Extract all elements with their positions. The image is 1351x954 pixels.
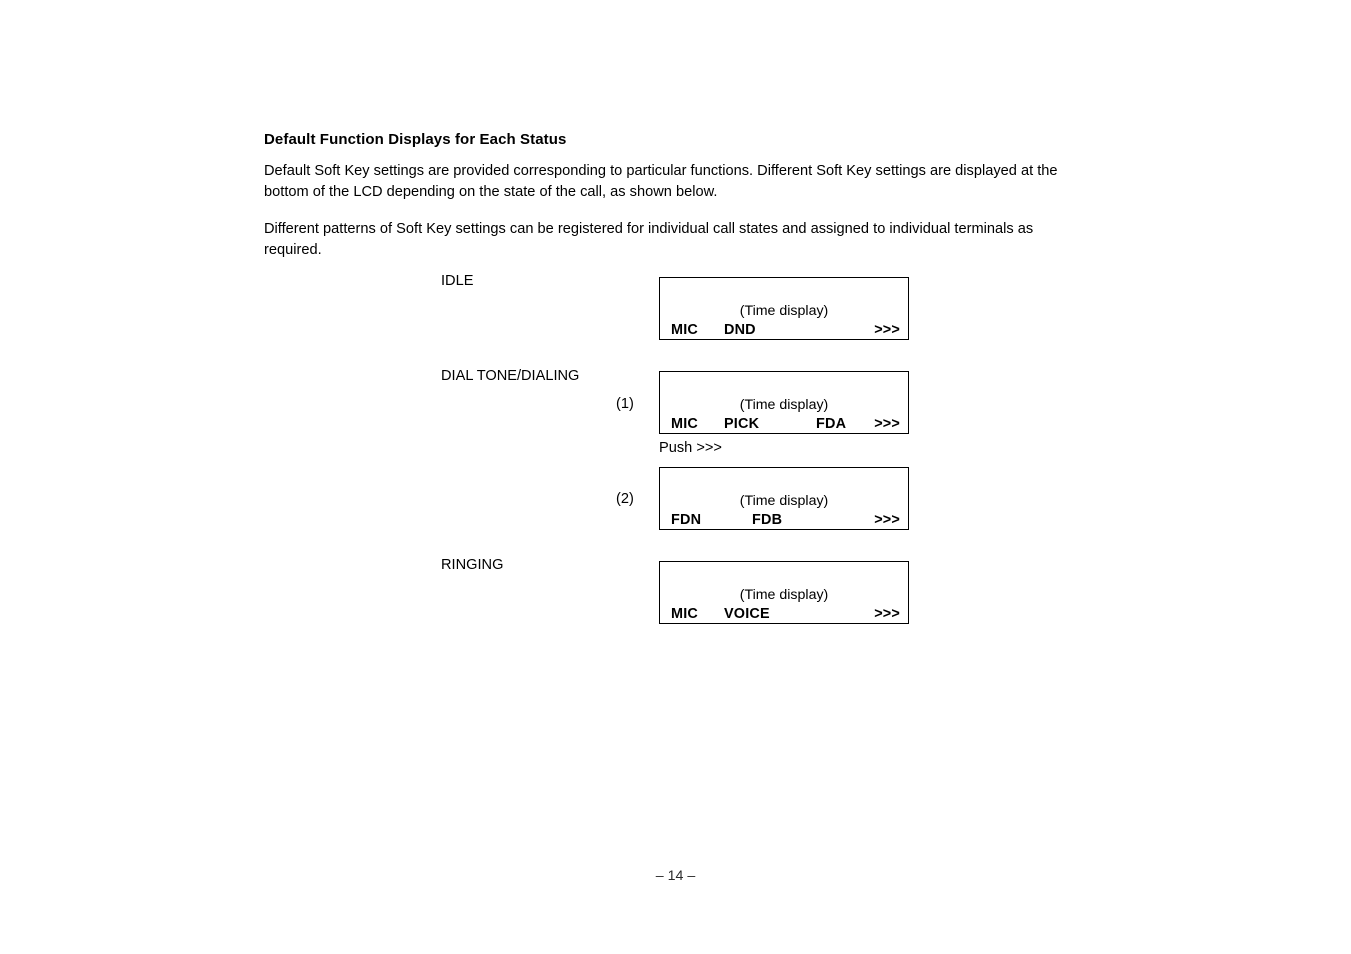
lcd-display-idle: (Time display) MIC DND >>> — [659, 277, 909, 340]
lcd-display-dial-tone-1: (Time display) MIC PICK FDA >>> — [659, 371, 909, 434]
softkey-idle-1[interactable]: MIC — [671, 322, 698, 338]
lcd-time-display-dial-tone-1: (Time display) — [739, 397, 829, 413]
softkey-ringing-2[interactable]: VOICE — [724, 606, 770, 622]
status-label-idle: IDLE — [441, 273, 474, 289]
softkey-dial-tone-1-2[interactable]: PICK — [724, 416, 760, 432]
status-label-ringing: RINGING — [441, 557, 504, 573]
push-instruction-note: Push >>> — [659, 440, 722, 456]
lcd-time-display-idle: (Time display) — [739, 303, 829, 319]
softkey-dial-tone-1-1[interactable]: MIC — [671, 416, 698, 432]
intro-paragraph-2: Different patterns of Soft Key settings … — [264, 221, 1034, 258]
softkey-row-idle: MIC DND >>> — [660, 322, 908, 341]
lcd-time-display-dial-tone-2: (Time display) — [739, 493, 829, 509]
intro-paragraph-1: Default Soft Key settings are provided c… — [264, 163, 1058, 200]
softkey-ringing-3[interactable]: >>> — [874, 606, 900, 622]
softkey-idle-2[interactable]: DND — [724, 322, 756, 338]
softkey-dial-tone-1-4[interactable]: >>> — [874, 416, 900, 432]
softkey-dial-tone-2-2[interactable]: FDB — [752, 512, 783, 528]
variant-index-1: (1) — [616, 396, 634, 412]
lcd-display-ringing: (Time display) MIC VOICE >>> — [659, 561, 909, 624]
lcd-time-display-ringing: (Time display) — [739, 587, 829, 603]
softkey-row-dial-tone-1: MIC PICK FDA >>> — [660, 416, 908, 435]
softkey-idle-3[interactable]: >>> — [874, 322, 900, 338]
softkey-row-dial-tone-2: FDN FDB >>> — [660, 512, 908, 531]
lcd-display-dial-tone-2: (Time display) FDN FDB >>> — [659, 467, 909, 530]
softkey-ringing-1[interactable]: MIC — [671, 606, 698, 622]
variant-index-2: (2) — [616, 491, 634, 507]
softkey-dial-tone-1-3[interactable]: FDA — [816, 416, 847, 432]
softkey-row-ringing: MIC VOICE >>> — [660, 606, 908, 625]
page-number: – 14 – — [655, 868, 696, 884]
page-title: Default Function Displays for Each Statu… — [264, 131, 567, 148]
status-label-dial-tone-dialing: DIAL TONE/DIALING — [441, 368, 580, 384]
softkey-dial-tone-2-3[interactable]: >>> — [874, 512, 900, 528]
softkey-dial-tone-2-1[interactable]: FDN — [671, 512, 702, 528]
